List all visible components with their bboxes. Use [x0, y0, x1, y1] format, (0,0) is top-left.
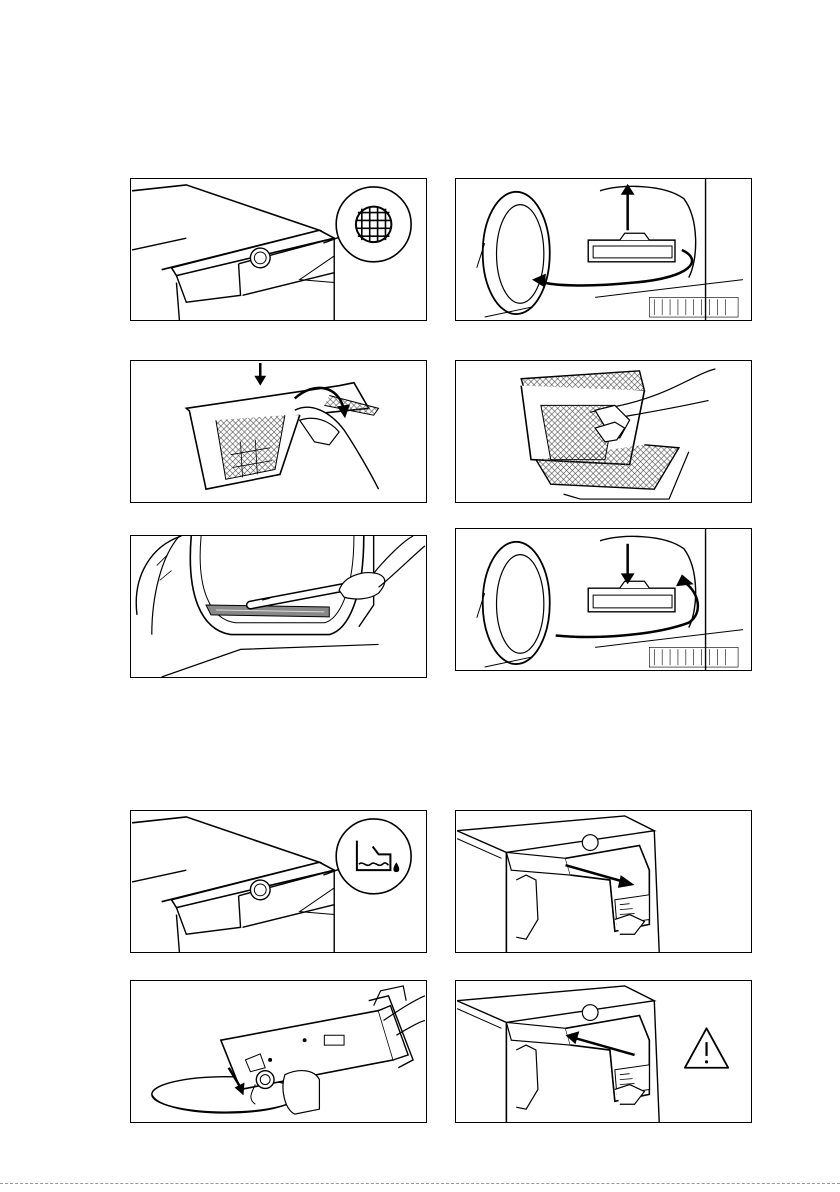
- arrow-down-icon: [254, 363, 266, 386]
- clean-seal-illustration: [131, 536, 426, 677]
- open-filter-illustration: [131, 361, 426, 502]
- water-container-icon: [323, 819, 411, 894]
- filter-grid-icon: [323, 187, 411, 262]
- empty-container-illustration: [131, 981, 426, 1122]
- push-container-illustration: [456, 981, 751, 1122]
- pull-container-illustration: [456, 811, 751, 952]
- panel-water-container-symbol: [130, 810, 427, 953]
- panel-pull-out-container: [455, 810, 752, 953]
- panel-push-in-container: [455, 980, 752, 1123]
- panel-clean-seal: [130, 535, 427, 678]
- panel-remove-filter: [455, 178, 752, 321]
- clean-filter-illustration: [456, 361, 751, 502]
- panel-empty-container: [130, 980, 427, 1123]
- warning-icon: [685, 1028, 728, 1067]
- remove-filter-illustration: [456, 179, 751, 320]
- panel-open-filter: [130, 360, 427, 503]
- panel-insert-filter: [455, 528, 752, 671]
- insert-filter-illustration: [456, 529, 751, 670]
- dryer-filter-illustration: [131, 179, 426, 320]
- panel-clean-filter: [455, 360, 752, 503]
- page-bottom-border: [0, 1183, 840, 1184]
- panel-filter-symbol: [130, 178, 427, 321]
- arrow-up-icon: [621, 184, 635, 230]
- dryer-water-illustration: [131, 811, 426, 952]
- vacuum-nozzle-icon: [250, 587, 344, 605]
- arrow-down-icon: [621, 544, 635, 584]
